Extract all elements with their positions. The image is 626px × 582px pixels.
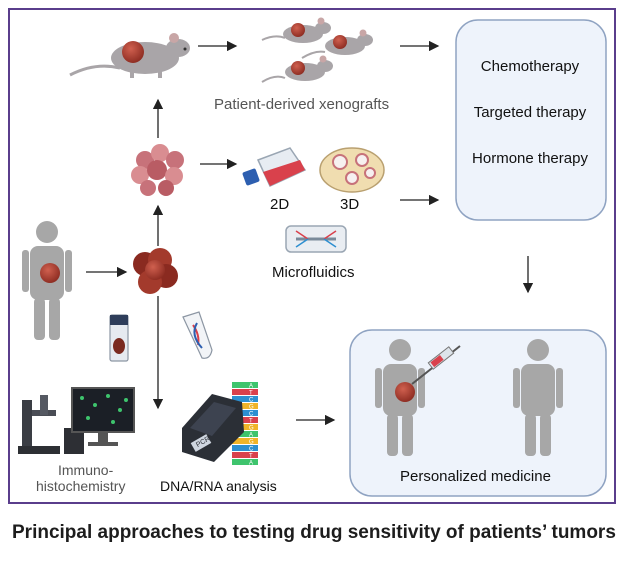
dna-base-block	[232, 389, 258, 395]
xenograft-mouse-3-icon	[261, 55, 333, 83]
sample-tube-icon	[182, 311, 213, 359]
dna-base-letter: G	[249, 405, 254, 411]
dna-base-block	[232, 424, 258, 430]
dna-base-block	[232, 438, 258, 444]
dna-base-letter: G	[249, 440, 254, 446]
immuno-label-line2: histochemistry	[36, 478, 126, 494]
dna-base-block	[232, 445, 258, 451]
figure-caption: Principal approaches to testing drug sen…	[12, 522, 616, 543]
culture-3d-label: 3D	[340, 196, 360, 213]
immuno-label-line1: Immuno-	[58, 462, 114, 478]
xenograft-label: Patient-derived xenografts	[214, 96, 390, 113]
monitor-icon	[71, 387, 135, 446]
syringe-icon	[411, 345, 461, 385]
tissue-slide-icon	[109, 314, 129, 362]
dna-base-block	[232, 403, 258, 409]
culture-2d-label: 2D	[270, 196, 290, 213]
dna-base-letter: A	[249, 384, 253, 390]
dna-rna-label: DNA/RNA analysis	[160, 478, 277, 494]
therapy-hormone: Hormone therapy	[472, 150, 588, 167]
dna-base-letter: G	[249, 426, 254, 432]
dna-base-block	[232, 382, 258, 388]
microfluidics-label: Microfluidics	[272, 264, 355, 281]
pcr-machine-icon: PCR	[182, 394, 244, 462]
personalized-medicine-label: Personalized medicine	[400, 468, 551, 485]
dna-base-letter: T	[249, 391, 253, 397]
xenograft-mouse-1-icon	[261, 17, 331, 43]
mouse-with-tumor-icon	[69, 33, 190, 78]
dna-base-letter: C	[249, 398, 254, 404]
tumor-sample-icon	[133, 248, 178, 294]
microscope-icon	[18, 395, 84, 454]
organoid-cluster-icon	[131, 144, 184, 196]
treated-patient-icon	[375, 339, 425, 456]
dna-base-letter: C	[249, 447, 254, 453]
microfluidic-chip-icon	[285, 225, 347, 253]
healthy-person-icon	[513, 339, 563, 456]
dish-3d-icon	[319, 147, 385, 193]
dna-base-block	[232, 417, 258, 423]
flask-2d-icon	[242, 147, 307, 187]
dna-base-block	[232, 452, 258, 458]
patient-icon	[22, 221, 72, 340]
therapy-chemotherapy: Chemotherapy	[480, 58, 580, 75]
dna-base-block	[232, 459, 258, 465]
dna-base-block	[232, 431, 258, 437]
dna-base-block	[232, 410, 258, 416]
therapy-panel	[455, 19, 607, 221]
dna-base-letter: A	[249, 461, 253, 467]
dna-base-letter: T	[249, 419, 253, 425]
dna-base-letter: C	[249, 412, 254, 418]
therapy-targeted: Targeted therapy	[473, 104, 587, 121]
dna-base-letter: A	[249, 433, 253, 439]
dna-base-letter: T	[249, 454, 253, 460]
xenograft-mouse-2-icon	[301, 29, 373, 59]
dna-base-block	[232, 396, 258, 402]
arrows	[86, 40, 534, 426]
